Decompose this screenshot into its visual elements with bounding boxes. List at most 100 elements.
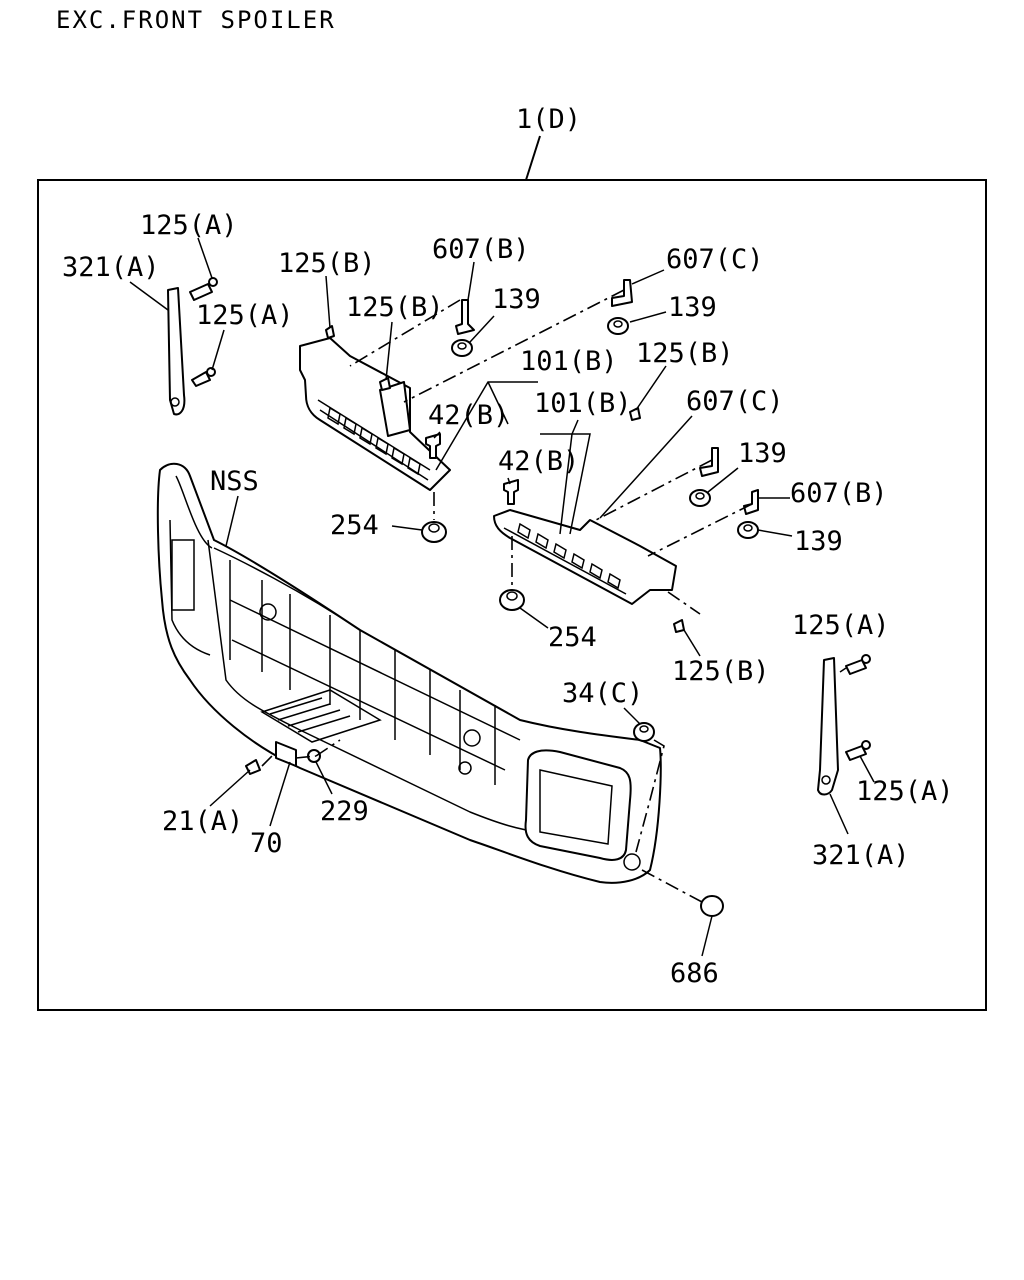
callout-139-4[interactable]: 139: [794, 526, 843, 557]
leader-lines: [129, 237, 875, 957]
leader-101b-2: [540, 419, 591, 535]
leader-607c-2: [599, 415, 693, 519]
callout-321a-left[interactable]: 321(A): [62, 252, 160, 283]
bumper-assembly: [156, 462, 662, 884]
nut-254-upper[interactable]: [421, 521, 447, 543]
callout-139-3[interactable]: 139: [738, 438, 787, 469]
clip-607b-lower[interactable]: [743, 489, 759, 515]
callout-42b-1[interactable]: 42(B): [428, 400, 509, 431]
callout-607c-2[interactable]: 607(C): [686, 386, 784, 417]
left-recess-slot: [171, 539, 195, 611]
bolt-42b-upper[interactable]: [425, 433, 441, 459]
bumper-inner-line: [207, 539, 541, 833]
bumper-hole-2: [463, 729, 481, 747]
bolt-125a-left-lower[interactable]: [191, 367, 216, 387]
clip-607c-upper[interactable]: [611, 279, 633, 307]
leader-125b-3: [635, 365, 667, 411]
bumper-left-recess: [169, 519, 211, 656]
callout-139-2[interactable]: 139: [668, 292, 717, 323]
nut-139-2[interactable]: [607, 317, 629, 335]
callout-321a-right[interactable]: 321(A): [812, 840, 910, 871]
clip-607b-lower-body: [743, 489, 759, 515]
callout-labels: 125(A) 321(A) 125(A) 125(B) 125(B) 607(B…: [62, 210, 954, 989]
bolt-125b-4[interactable]: [673, 619, 685, 633]
callout-42b-2[interactable]: 42(B): [498, 446, 579, 477]
callout-229[interactable]: 229: [320, 796, 369, 827]
nut-139-3[interactable]: [689, 489, 711, 507]
bolt-125a-left-lower-head: [206, 367, 216, 377]
nut-139-4[interactable]: [737, 521, 759, 539]
callout-686[interactable]: 686: [670, 958, 719, 989]
nut-254-lower[interactable]: [499, 589, 525, 611]
bracket-321a-right-body: [817, 657, 839, 796]
callout-125b-4[interactable]: 125(B): [672, 656, 770, 687]
bracket-101b-lower-edge: [503, 527, 627, 595]
bumper-hatch-panel: [260, 689, 382, 743]
callout-254-1[interactable]: 254: [330, 510, 379, 541]
bracket-321a-right-hole: [821, 775, 831, 785]
bracket-321a-left[interactable]: [167, 287, 186, 416]
hatch-lines: [269, 697, 351, 733]
nut-139-1[interactable]: [451, 339, 473, 357]
leader-139-2: [629, 311, 667, 323]
leader-607b-1: [467, 261, 475, 301]
callout-125a-right1[interactable]: 125(A): [792, 610, 890, 641]
bolt-125a-right-upper[interactable]: [845, 654, 871, 675]
leader-607c-1: [631, 269, 665, 285]
leader-686: [701, 915, 713, 957]
callout-125b-3[interactable]: 125(B): [636, 338, 734, 369]
nut-34c[interactable]: [633, 722, 655, 742]
callout-34c[interactable]: 34(C): [562, 678, 643, 709]
callout-70[interactable]: 70: [250, 828, 283, 859]
leader-139-1: [469, 315, 495, 343]
bracket-101b-upper-body: [299, 337, 451, 491]
callout-125b-2[interactable]: 125(B): [346, 292, 444, 323]
callout-139-1[interactable]: 139: [492, 284, 541, 315]
assembly-dash-lines: [261, 289, 753, 903]
leader-254-2: [519, 607, 549, 629]
assembly-label[interactable]: 1(D): [516, 104, 581, 135]
callout-125b-1[interactable]: 125(B): [278, 248, 376, 279]
callout-125a-top[interactable]: 125(A): [140, 210, 238, 241]
leader-321a-left: [129, 281, 169, 311]
assembly-leader: [525, 135, 541, 181]
callout-101b-2[interactable]: 101(B): [534, 388, 632, 419]
bracket-101b-lower[interactable]: [493, 509, 677, 605]
callout-21a[interactable]: 21(A): [162, 806, 243, 837]
bracket-101b-lower-slots: [517, 522, 621, 590]
callout-125a-left2[interactable]: 125(A): [196, 300, 294, 331]
bolt-125a-right-upper-head: [861, 654, 871, 664]
callout-254-2[interactable]: 254: [548, 622, 597, 653]
assembly-frame: [37, 179, 987, 1011]
bolt-125a-left-upper[interactable]: [189, 277, 218, 301]
clip-607b-upper[interactable]: [455, 299, 475, 335]
plug-686[interactable]: [700, 895, 724, 917]
leader-125b-2: [385, 321, 393, 381]
bracket-321a-right[interactable]: [817, 657, 839, 796]
callout-607c-1[interactable]: 607(C): [666, 244, 764, 275]
callout-125a-right2[interactable]: 125(A): [856, 776, 954, 807]
bolt-125a-right-lower[interactable]: [845, 740, 871, 761]
bolt-125b-3[interactable]: [629, 407, 641, 421]
bolt-42b-lower-body: [503, 479, 519, 505]
leader-42b-2: [507, 477, 511, 485]
bracket-321a-left-body: [167, 287, 186, 416]
callout-607b-2[interactable]: 607(B): [790, 478, 888, 509]
callout-101b-1[interactable]: 101(B): [520, 346, 618, 377]
callout-nss[interactable]: NSS: [210, 466, 259, 497]
nut-139-3-body: [689, 489, 711, 507]
nut-139-4-hole: [743, 524, 753, 532]
leader-125a-top: [197, 237, 213, 279]
bracket-321a-left-hole: [170, 397, 180, 407]
dash-line-7: [667, 591, 701, 615]
bumper-hole-4: [623, 853, 641, 871]
callout-607b-1[interactable]: 607(B): [432, 234, 530, 265]
nut-254-lower-hole: [506, 591, 518, 601]
bracket-101b-upper[interactable]: [299, 337, 451, 491]
clip-607b-upper-body: [455, 299, 475, 335]
leader-34c: [623, 707, 641, 725]
bolt-42b-lower[interactable]: [503, 479, 519, 505]
leader-125b-1: [325, 275, 331, 329]
clip-607c-lower[interactable]: [699, 447, 719, 477]
